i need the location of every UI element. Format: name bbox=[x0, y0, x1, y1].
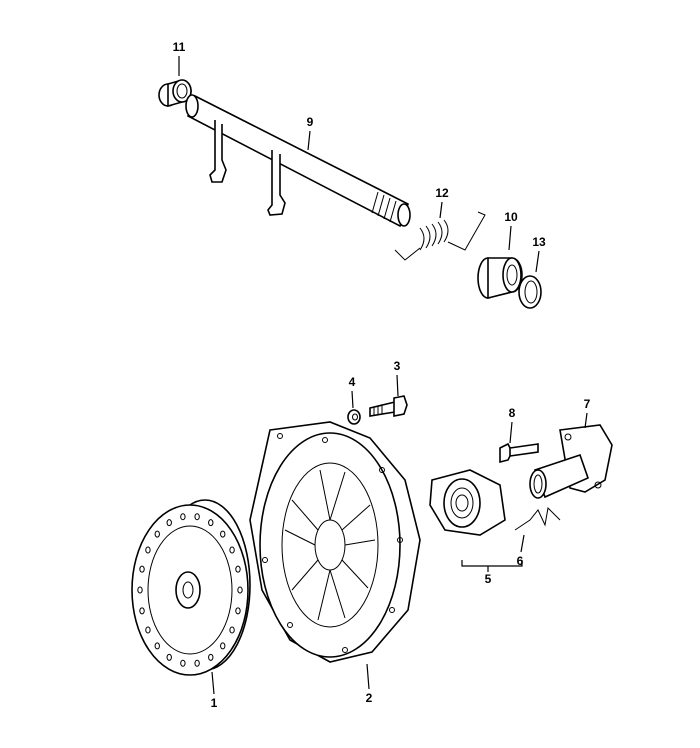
part-3-bolt bbox=[369, 395, 408, 417]
callout-3: 3 bbox=[393, 359, 401, 373]
part-2-pressure-plate bbox=[249, 421, 421, 663]
disc-rivet-hole bbox=[220, 530, 226, 538]
disc-rivet-hole bbox=[237, 586, 243, 594]
part-8-bolt bbox=[499, 442, 539, 464]
part-1-clutch-disc bbox=[131, 499, 251, 676]
disc-rivet-hole bbox=[235, 565, 241, 573]
callout-2: 2 bbox=[365, 691, 373, 705]
disc-rivet-hole bbox=[235, 607, 241, 615]
disc-rivet-hole bbox=[180, 659, 186, 667]
disc-rivet-hole bbox=[208, 519, 214, 527]
part-13-clip bbox=[518, 275, 542, 309]
part-5-release-bearing bbox=[429, 469, 506, 536]
disc-rivet-hole bbox=[154, 642, 160, 650]
callout-4: 4 bbox=[348, 375, 356, 389]
part-10-bushing bbox=[477, 257, 523, 300]
disc-rivet-hole bbox=[229, 626, 235, 634]
disc-rivet-hole bbox=[145, 626, 151, 634]
callout-6: 6 bbox=[516, 554, 524, 568]
disc-rivet-hole bbox=[145, 546, 151, 554]
callout-11: 11 bbox=[172, 40, 186, 54]
callout-10: 10 bbox=[504, 210, 518, 224]
leader-lines bbox=[178, 56, 588, 695]
disc-rivet-hole bbox=[180, 513, 186, 521]
part-7-guide-tube bbox=[529, 424, 613, 499]
callout-1: 1 bbox=[210, 696, 218, 710]
callout-8: 8 bbox=[508, 406, 516, 420]
part-11-bushing bbox=[158, 79, 192, 108]
callout-7: 7 bbox=[583, 397, 591, 411]
part-9-shaft bbox=[185, 94, 411, 228]
callout-5: 5 bbox=[484, 572, 492, 586]
disc-rivet-hole bbox=[166, 519, 172, 527]
callout-12: 12 bbox=[435, 186, 449, 200]
disc-rivet-hole bbox=[229, 546, 235, 554]
disc-rivet-hole bbox=[154, 530, 160, 538]
disc-rivet-hole bbox=[137, 586, 143, 594]
part-4-washer bbox=[347, 409, 361, 425]
disc-rivet-hole bbox=[139, 607, 145, 615]
disc-rivet-hole bbox=[194, 659, 200, 667]
disc-rivet-hole bbox=[208, 653, 214, 661]
callout-9: 9 bbox=[306, 115, 314, 129]
disc-rivet-hole bbox=[139, 565, 145, 573]
part-12-spring bbox=[394, 211, 486, 261]
disc-rivet-hole bbox=[166, 653, 172, 661]
disc-rivet-hole bbox=[220, 642, 226, 650]
callout-13: 13 bbox=[532, 235, 546, 249]
disc-rivet-hole bbox=[194, 513, 200, 521]
part-6-spring-clip bbox=[514, 506, 561, 531]
